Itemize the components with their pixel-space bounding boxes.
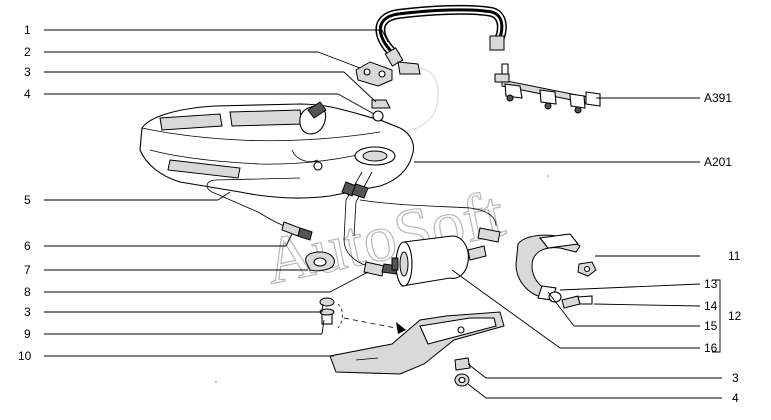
washer-part-13 bbox=[548, 291, 562, 303]
callout-7: 7 bbox=[24, 263, 31, 277]
callout-10: 10 bbox=[18, 349, 32, 363]
callout-14: 14 bbox=[704, 299, 718, 313]
nut-part-11 bbox=[577, 261, 597, 277]
callout-16: 16 bbox=[704, 341, 718, 355]
callout-13: 13 bbox=[704, 277, 718, 291]
left-callouts: 1 2 3 4 5 6 7 8 3 9 10 bbox=[18, 23, 32, 363]
fuel-lines-to-filter bbox=[341, 171, 501, 267]
callout-15: 15 bbox=[704, 319, 718, 333]
callout-11: 11 bbox=[728, 249, 741, 263]
fuel-rail-assembly-a391 bbox=[494, 63, 601, 114]
callout-2: 2 bbox=[24, 45, 31, 59]
right-callouts: A391 A201 11 13 14 12 15 16 3 4 bbox=[704, 91, 742, 405]
callout-a391: A391 bbox=[704, 91, 732, 105]
clamp-part-2 bbox=[355, 61, 421, 87]
callout-1: 1 bbox=[24, 23, 31, 37]
rubber-mount-part-7 bbox=[305, 251, 335, 272]
fuel-tank-a201 bbox=[139, 101, 415, 199]
connector-part-8 bbox=[363, 261, 399, 277]
fuel-filter-part-16 bbox=[391, 235, 487, 287]
scan-dots bbox=[215, 175, 549, 383]
callout-4-upper: 4 bbox=[24, 87, 31, 101]
fitting-part-6 bbox=[281, 221, 313, 241]
assembly-arrow bbox=[337, 303, 407, 334]
fuel-line-part-5 bbox=[206, 177, 301, 229]
callout-4-lower-right: 4 bbox=[732, 391, 739, 405]
callout-5: 5 bbox=[24, 193, 31, 207]
callout-a201: A201 bbox=[704, 155, 732, 169]
callout-9: 9 bbox=[24, 327, 31, 341]
callout-8: 8 bbox=[24, 285, 31, 299]
bolt-part-9 bbox=[319, 297, 335, 325]
filter-clamp-part-15 bbox=[515, 233, 581, 301]
fuel-hose-part-1 bbox=[375, 4, 507, 67]
leader-lines bbox=[44, 29, 722, 399]
bolt-part-14 bbox=[561, 295, 593, 309]
callout-6: 6 bbox=[24, 239, 31, 253]
mounting-plate-part-10 bbox=[329, 311, 505, 375]
callout-3-lower-right: 3 bbox=[732, 371, 739, 385]
callout-12: 12 bbox=[728, 309, 742, 323]
callout-3-lower-left: 3 bbox=[24, 305, 31, 319]
nut-part-4-upper bbox=[371, 99, 391, 122]
washer-nut-bottom bbox=[454, 357, 471, 387]
callout-3-upper: 3 bbox=[24, 65, 31, 79]
